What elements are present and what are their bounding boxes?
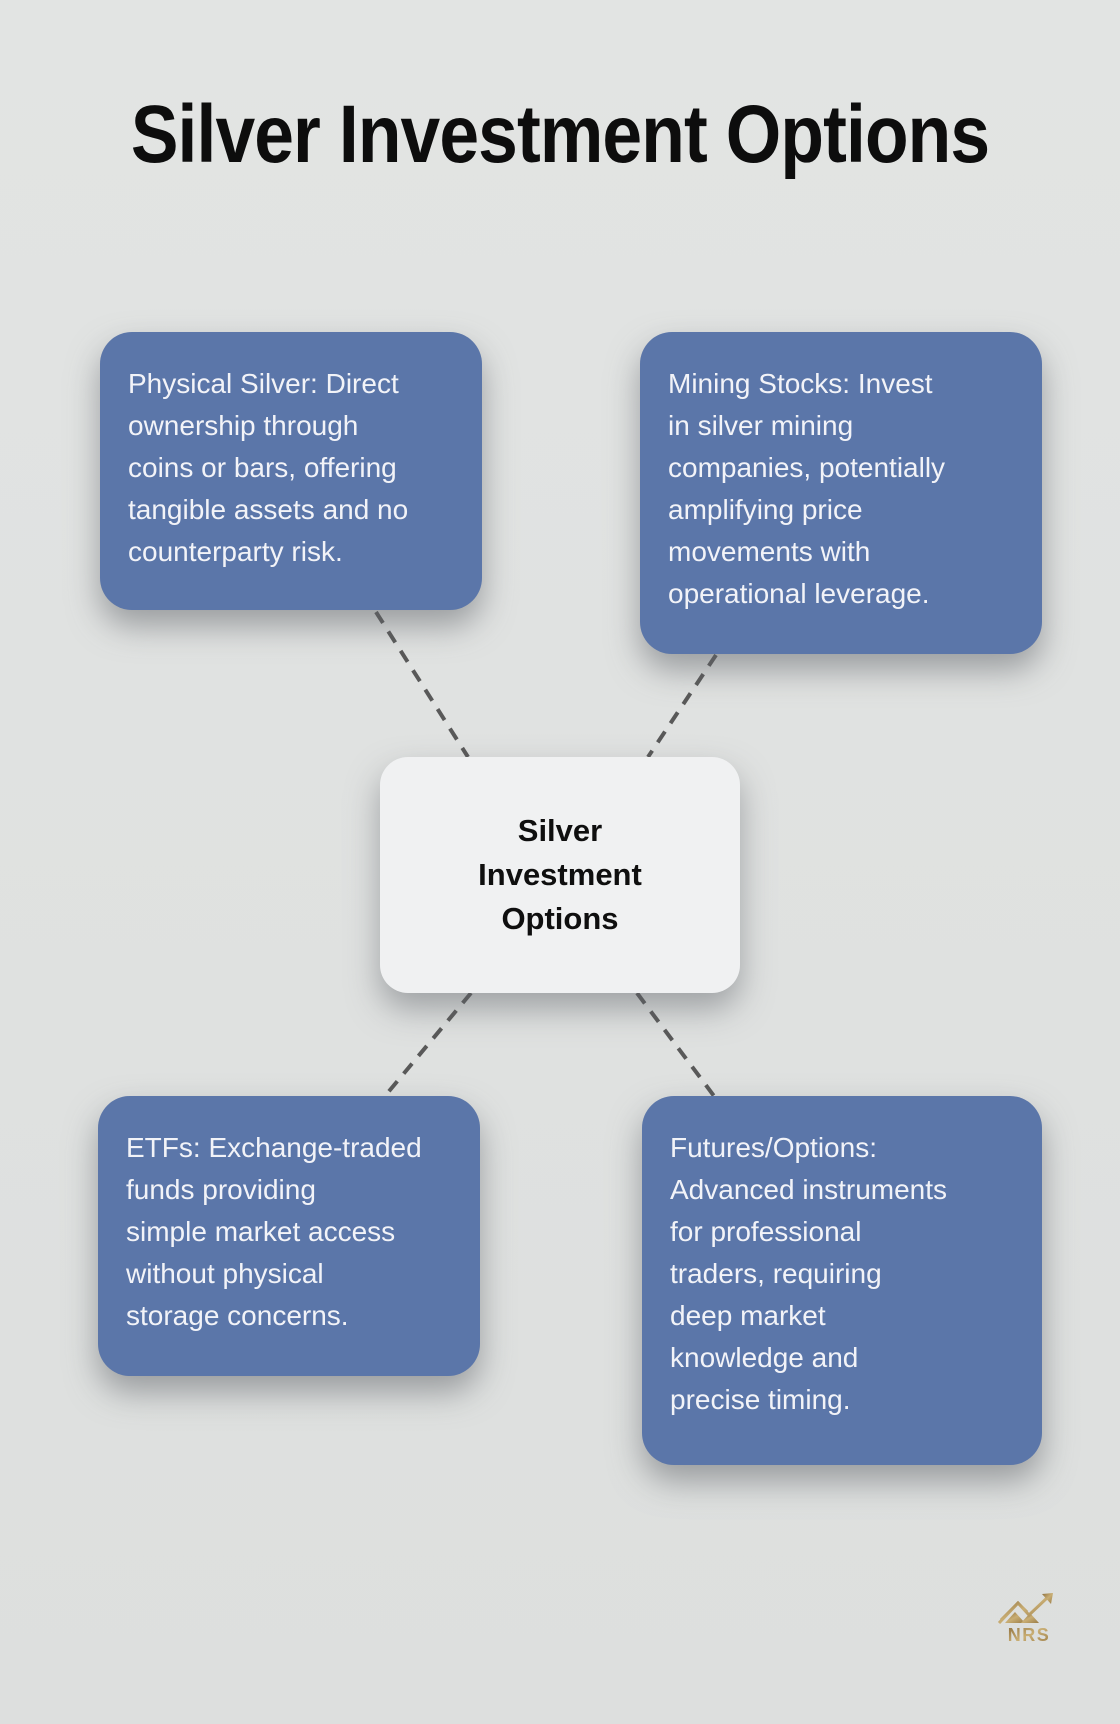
- connector-bottom-right: [635, 991, 716, 1098]
- mountain-arrow-icon: [997, 1593, 1053, 1625]
- connector-top-left: [374, 610, 470, 759]
- node-futures-options: Futures/Options: Advanced instruments fo…: [642, 1096, 1042, 1465]
- node-etfs: ETFs: Exchange-traded funds providing si…: [98, 1096, 480, 1376]
- nrs-logo-text: NRS: [1008, 1625, 1051, 1644]
- center-node-label: Silver Investment Options: [478, 813, 642, 936]
- center-node: Silver Investment Options: [380, 757, 740, 993]
- page-title: Silver Investment Options: [130, 89, 990, 180]
- nrs-logo: NRS: [997, 1593, 1053, 1644]
- node-mining-stocks: Mining Stocks: Invest in silver mining c…: [640, 332, 1042, 654]
- connector-top-right: [646, 653, 718, 759]
- connector-bottom-left: [383, 991, 473, 1098]
- node-physical-silver: Physical Silver: Direct ownership throug…: [100, 332, 482, 610]
